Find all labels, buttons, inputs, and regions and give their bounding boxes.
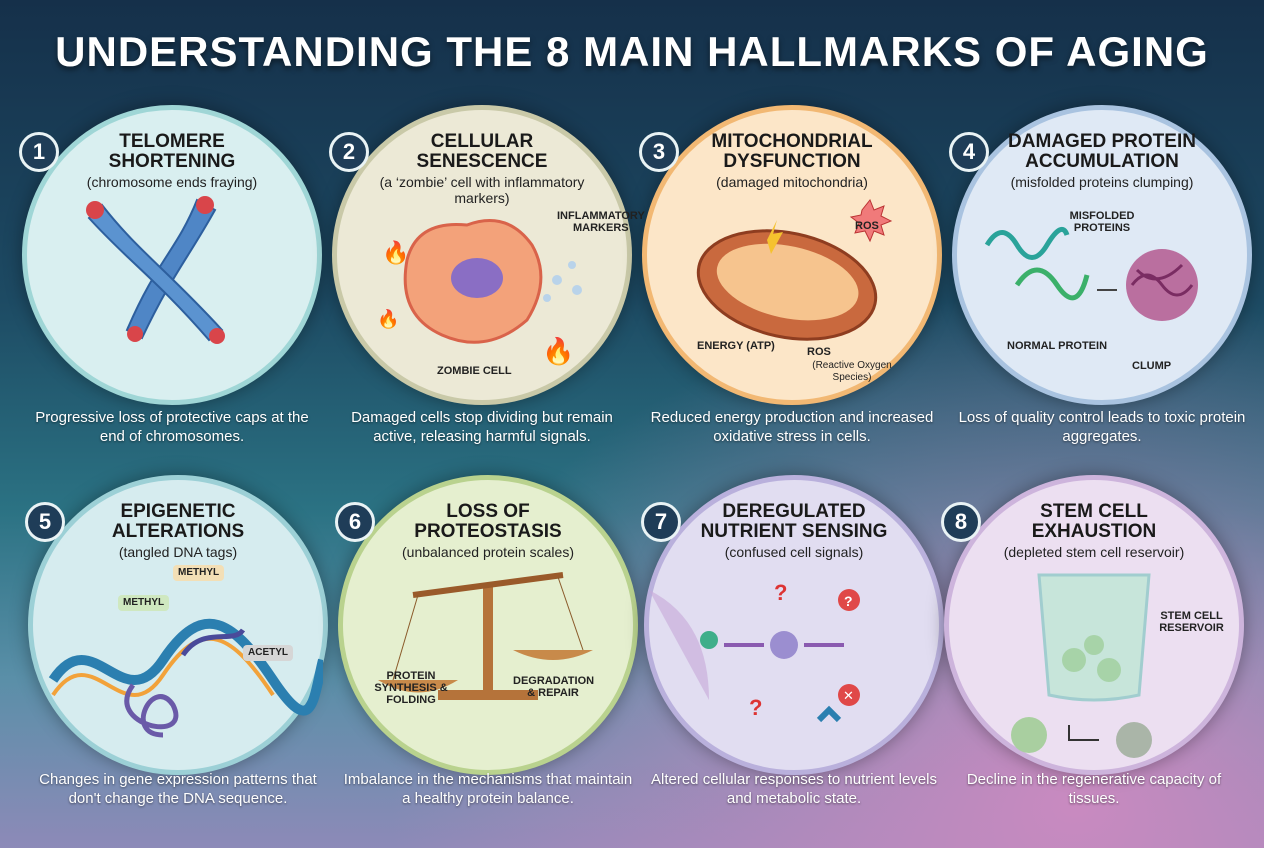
step-number-badge: 6: [335, 502, 375, 542]
illustration-label: ROS: [855, 220, 879, 232]
hallmark-illustration: [1011, 573, 1152, 758]
hallmark-subtitle: (confused cell signals): [724, 544, 864, 560]
svg-text:✕: ✕: [843, 688, 854, 703]
hallmark-subtitle: (a ‘zombie’ cell with inflammatory marke…: [379, 174, 585, 206]
hallmark-illustration: [984, 226, 1198, 321]
svg-text:?: ?: [749, 695, 762, 720]
hallmark-title: STEM CELL EXHAUSTION(depleted stem cell …: [979, 502, 1209, 561]
illustration-label: INFLAMMATORY MARKERS: [557, 210, 645, 234]
hallmark-title: CELLULAR SENESCENCE(a ‘zombie’ cell with…: [367, 132, 597, 207]
step-number-badge: 3: [639, 132, 679, 172]
illustration-label: METHYL: [173, 565, 225, 581]
hallmark-subtitle: (tangled DNA tags): [118, 544, 238, 560]
illustration-label: ROS: [807, 346, 831, 358]
infographic-title: UNDERSTANDING THE 8 MAIN HALLMARKS OF AG…: [55, 28, 1209, 75]
hallmark-illustration: 🔥 🔥 🔥: [377, 219, 582, 366]
hallmark-caption: Altered cellular responses to nutrient l…: [651, 771, 937, 807]
illustration-label: CLUMP: [1132, 360, 1172, 372]
step-number-badge: 2: [329, 132, 369, 172]
illustration-label: ZOMBIE CELL: [437, 365, 512, 377]
step-number-badge: 7: [641, 502, 681, 542]
step-number-badge: 8: [941, 502, 981, 542]
illustration-label: PROTEIN SYNTHESIS & FOLDING: [374, 670, 448, 706]
illustration-label: METHYL: [118, 595, 170, 611]
hallmark-caption: Damaged cells stop dividing but remain a…: [351, 409, 613, 445]
hallmark-subtitle: (chromosome ends fraying): [86, 174, 258, 190]
illustration-label: ENERGY (ATP): [697, 340, 775, 352]
hallmark-illustration: [378, 572, 593, 700]
hallmark-illustration: ??? ✕: [649, 580, 860, 723]
illustration-label: DEGRADATION & REPAIR: [513, 675, 595, 699]
illustration-label: STEM CELL RESERVOIR: [1159, 610, 1224, 634]
svg-text:?: ?: [844, 593, 853, 609]
hallmark-illustration: [86, 196, 225, 344]
hallmark-subtitle: (damaged mitochondria): [716, 174, 868, 190]
hallmark-title: DEREGULATED NUTRIENT SENSING(confused ce…: [679, 502, 909, 561]
svg-text:🔥: 🔥: [377, 308, 399, 329]
hallmark-title: LOSS OF PROTEOSTASIS(unbalanced protein …: [373, 502, 603, 561]
hallmark-subtitle: (unbalanced protein scales): [402, 544, 574, 560]
svg-text:?: ?: [774, 580, 787, 605]
hallmark-subtitle: (misfolded proteins clumping): [1010, 174, 1194, 190]
hallmark-illustration: [696, 199, 893, 341]
hallmark-caption: Changes in gene expression patterns that…: [39, 771, 317, 807]
hallmark-title: MITOCHONDRIAL DYSFUNCTION(damaged mitoch…: [677, 132, 907, 191]
illustration-label: NORMAL PROTEIN: [1007, 340, 1108, 352]
svg-text:🔥: 🔥: [542, 336, 574, 366]
hallmark-caption: Loss of quality control leads to toxic p…: [958, 409, 1246, 445]
illustration-label: (Reactive Oxygen Species): [812, 360, 892, 383]
illustration-label: ACETYL: [243, 645, 293, 661]
hallmark-caption: Reduced energy production and increased …: [650, 409, 934, 445]
hallmark-illustration: [48, 618, 323, 738]
step-number-badge: 4: [949, 132, 989, 172]
hallmark-subtitle: (depleted stem cell reservoir): [1003, 544, 1185, 560]
hallmark-caption: Imbalance in the mechanisms that maintai…: [343, 771, 633, 807]
hallmark-caption: Decline in the regenerative capacity of …: [966, 771, 1222, 807]
svg-text:🔥: 🔥: [382, 240, 409, 265]
illustration-label: MISFOLDED PROTEINS: [1069, 210, 1135, 234]
step-number-badge: 1: [19, 132, 59, 172]
hallmark-caption: Progressive loss of protective caps at t…: [35, 409, 309, 445]
step-number-badge: 5: [25, 502, 65, 542]
hallmark-title: DAMAGED PROTEIN ACCUMULATION(misfolded p…: [987, 132, 1217, 191]
hallmark-title: EPIGENETIC ALTERATIONS(tangled DNA tags): [63, 502, 293, 561]
hallmark-title: TELOMERE SHORTENING(chromosome ends fray…: [57, 132, 287, 191]
